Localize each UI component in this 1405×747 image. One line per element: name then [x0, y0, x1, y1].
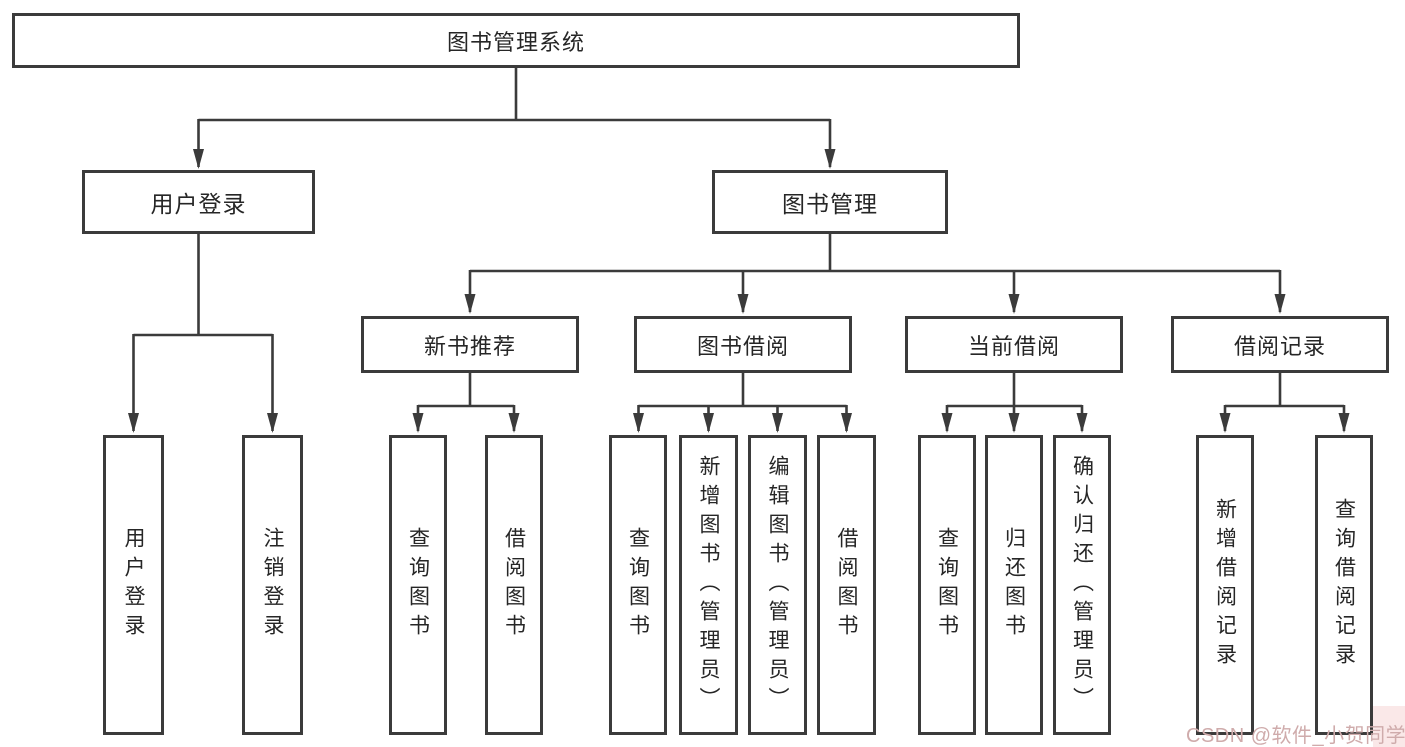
node-user-login: 用户登录 [82, 170, 315, 234]
node-label: 确认归还（管理员） [1070, 454, 1094, 716]
node-label: 查询借阅记录 [1332, 498, 1356, 672]
node-label: 新增借阅记录 [1213, 498, 1237, 672]
watermark: CSDN @软件_小贺同学 [1186, 725, 1405, 747]
node-current-borrowing: 当前借阅 [905, 316, 1123, 373]
node-leaf-search-books-recommend: 查询图书 [389, 435, 447, 735]
node-label: 新增图书（管理员） [697, 454, 720, 716]
node-label: 图书管理 [782, 191, 878, 217]
node-leaf-edit-books-admin: 编辑图书（管理员） [748, 435, 807, 735]
node-leaf-search-borrow-record: 查询借阅记录 [1315, 435, 1373, 735]
node-leaf-logout: 注销登录 [242, 435, 303, 735]
node-label: 查询图书 [406, 527, 430, 643]
node-leaf-return-books: 归还图书 [985, 435, 1043, 735]
node-label: 注销登录 [261, 527, 284, 643]
node-leaf-user-login: 用户登录 [103, 435, 164, 735]
node-label: 借阅图书 [502, 527, 526, 643]
node-book-borrowing: 图书借阅 [634, 316, 852, 373]
node-book-management: 图书管理 [712, 170, 948, 234]
node-label: 编辑图书（管理员） [766, 454, 789, 716]
node-leaf-borrow-books-recommend: 借阅图书 [485, 435, 543, 735]
node-leaf-borrow-books-borrowing: 借阅图书 [817, 435, 876, 735]
node-leaf-add-books-admin: 新增图书（管理员） [679, 435, 738, 735]
node-label: 归还图书 [1002, 527, 1026, 643]
node-label: 借阅图书 [835, 527, 858, 643]
node-label: 查询图书 [626, 527, 650, 643]
node-label: 借阅记录 [1233, 333, 1326, 359]
node-leaf-add-borrow-record: 新增借阅记录 [1196, 435, 1254, 735]
node-label: 用户登录 [122, 527, 145, 643]
node-label: 用户登录 [150, 191, 247, 217]
node-label: 新书推荐 [423, 333, 516, 359]
node-label: 当前借阅 [967, 333, 1060, 359]
node-borrowing-records: 借阅记录 [1171, 316, 1389, 373]
node-library-management-system: 图书管理系统 [12, 13, 1020, 68]
node-label: 图书借阅 [696, 333, 789, 359]
node-label: 图书管理系统 [446, 29, 585, 55]
node-new-book-recommend: 新书推荐 [361, 316, 579, 373]
node-label: 查询图书 [935, 527, 959, 643]
node-leaf-search-books-current: 查询图书 [918, 435, 976, 735]
node-leaf-confirm-return-admin: 确认归还（管理员） [1053, 435, 1111, 735]
node-leaf-search-books-borrowing: 查询图书 [609, 435, 667, 735]
